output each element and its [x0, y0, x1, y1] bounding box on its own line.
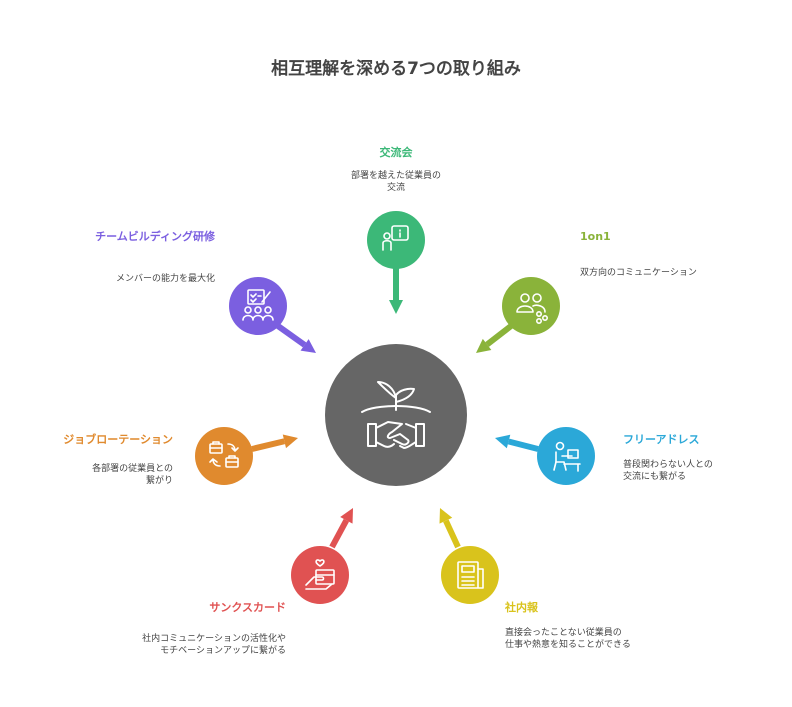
desc-job-rotation-0: 各部署の従業員との — [92, 462, 173, 474]
team-checklist-icon — [242, 289, 274, 321]
arrow-team-building — [276, 323, 307, 348]
label-team-building: チームビルディング研修 — [95, 229, 216, 243]
newspaper-icon — [457, 561, 484, 589]
label-1on1: 1on1 — [580, 230, 611, 243]
center-node — [325, 344, 467, 486]
item-1on1: 1on1 双方向のコミュニケーション — [476, 230, 697, 353]
node-job-rotation — [195, 427, 253, 485]
arrow-head-thanks-card — [340, 508, 353, 524]
arrow-job-rotation — [251, 438, 286, 452]
arrow-head-koryukai — [389, 300, 403, 314]
arrow-head-job-rotation — [282, 434, 298, 449]
person-desk-icon — [553, 441, 581, 472]
two-people-share-icon — [516, 293, 549, 325]
node-1on1 — [502, 277, 560, 335]
briefcase-rotate-icon — [209, 441, 239, 468]
desc-shanaiho-0: 直接会ったことない従業員の — [505, 626, 622, 638]
arrow-head-1on1 — [476, 338, 492, 353]
label-koryukai: 交流会 — [380, 145, 414, 159]
page-title: 相互理解を深める7つの取り組み — [271, 58, 521, 79]
node-shanaiho — [441, 546, 499, 604]
desc-thanks-card-1: モチベーションアップに繋がる — [160, 644, 286, 656]
desc-team-building-0: メンバーの能力を最大化 — [116, 272, 215, 284]
person-info-icon — [382, 225, 409, 251]
arrow-head-free-address — [495, 434, 511, 449]
plant-handshake-icon — [361, 381, 431, 449]
node-team-building — [229, 277, 287, 335]
arrow-free-address — [507, 438, 539, 452]
desc-koryukai-0: 部署を越えた従業員の — [351, 169, 441, 181]
label-free-address: フリーアドレス — [623, 433, 700, 446]
desc-koryukai-1: 交流 — [387, 181, 405, 193]
desc-shanaiho-1: 仕事や熱意を知ることができる — [505, 638, 631, 650]
desc-free-address-1: 交流にも繋がる — [623, 470, 686, 482]
desc-thanks-card-0: 社内コミュニケーションの活性化や — [142, 632, 286, 644]
desc-job-rotation-1: 繋がり — [146, 474, 173, 486]
desc-free-address-0: 普段関わらない人との — [623, 458, 713, 470]
desc-1on1-0: 双方向のコミュニケーション — [580, 266, 697, 278]
arrow-head-shanaiho — [439, 508, 453, 524]
label-job-rotation: ジョブローテーション — [63, 432, 173, 446]
arrow-shanaiho — [443, 519, 461, 549]
label-thanks-card: サンクスカード — [209, 601, 286, 614]
label-shanaiho: 社内報 — [504, 600, 539, 614]
arrow-1on1 — [485, 323, 513, 347]
arrow-thanks-card — [329, 518, 350, 549]
hand-card-heart-icon — [305, 559, 335, 590]
arrow-head-team-building — [300, 339, 316, 353]
